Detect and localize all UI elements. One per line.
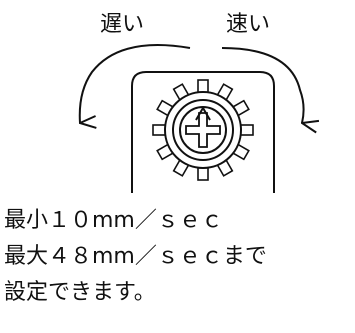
- max-speed-note: 最大４８mm／ｓｅｃまで: [4, 244, 267, 269]
- counterclockwise-arrow-icon: [80, 44, 191, 123]
- clockwise-arrow-icon: [221, 47, 304, 123]
- device-housing: [131, 71, 275, 193]
- fast-label: 速い: [226, 12, 271, 37]
- adjustment-dial-icon: [152, 79, 254, 181]
- settable-note: 設定できます。: [4, 280, 156, 305]
- slow-label: 遅い: [100, 12, 145, 37]
- min-speed-note: 最小１０mm／ｓｅｃ: [4, 208, 223, 233]
- speed-range-notes: 最小１０mm／ｓｅｃ 最大４８mm／ｓｅｃまで 設定できます。: [4, 203, 267, 311]
